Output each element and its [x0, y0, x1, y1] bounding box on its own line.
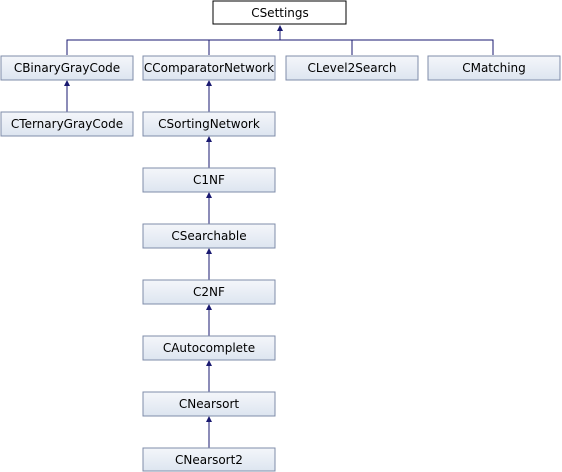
- node-c2nf[interactable]: C2NF: [142, 279, 276, 305]
- arrowhead-cbinarygraycode: [64, 80, 70, 86]
- node-label-c1nf: C1NF: [193, 173, 225, 187]
- arrowhead-c1nf: [206, 192, 212, 198]
- node-label-cnearsort: CNearsort: [179, 397, 240, 411]
- edge-cmatching-to-csettings: [352, 39, 494, 55]
- node-label-clevel2search: CLevel2Search: [308, 61, 397, 75]
- node-csearchable[interactable]: CSearchable: [142, 223, 276, 249]
- node-csettings[interactable]: CSettings: [212, 0, 347, 25]
- node-label-cautocomplete: CAutocomplete: [163, 341, 255, 355]
- arrowhead-csortingnetwork: [206, 136, 212, 142]
- inheritance-arrowheads: [64, 25, 283, 422]
- node-label-c2nf: C2NF: [193, 285, 225, 299]
- node-label-cmatching: CMatching: [462, 61, 526, 75]
- edge-cbinarygraycode-to-csettings: [66, 26, 281, 55]
- node-cnearsort2[interactable]: CNearsort2: [142, 447, 276, 472]
- node-cnearsort[interactable]: CNearsort: [142, 391, 276, 417]
- node-label-cnearsort2: CNearsort2: [175, 453, 243, 467]
- node-label-csettings: CSettings: [251, 6, 309, 20]
- inheritance-edges: [66, 26, 494, 448]
- arrowhead-cnearsort: [206, 416, 212, 422]
- node-cternarygraycode[interactable]: CTernaryGrayCode: [0, 111, 134, 137]
- arrowhead-cautocomplete: [206, 360, 212, 366]
- node-label-ccomparatornetwork: CComparatorNetwork: [144, 61, 274, 75]
- node-cmatching[interactable]: CMatching: [427, 55, 561, 81]
- arrowhead-ccomparatornetwork: [206, 80, 212, 86]
- node-clevel2search[interactable]: CLevel2Search: [285, 55, 419, 81]
- node-label-csearchable: CSearchable: [171, 229, 246, 243]
- node-label-csortingnetwork: CSortingNetwork: [158, 117, 260, 131]
- arrowhead-csearchable: [206, 248, 212, 254]
- arrowhead-csettings: [277, 25, 283, 31]
- node-label-cbinarygraycode: CBinaryGrayCode: [14, 61, 120, 75]
- edge-clevel2search-to-csettings: [280, 39, 353, 55]
- node-ccomparatornetwork[interactable]: CComparatorNetwork: [142, 55, 276, 81]
- node-c1nf[interactable]: C1NF: [142, 167, 276, 193]
- arrowhead-c2nf: [206, 304, 212, 310]
- node-cautocomplete[interactable]: CAutocomplete: [142, 335, 276, 361]
- node-cbinarygraycode[interactable]: CBinaryGrayCode: [0, 55, 134, 81]
- node-csortingnetwork[interactable]: CSortingNetwork: [142, 111, 276, 137]
- node-label-cternarygraycode: CTernaryGrayCode: [11, 117, 123, 131]
